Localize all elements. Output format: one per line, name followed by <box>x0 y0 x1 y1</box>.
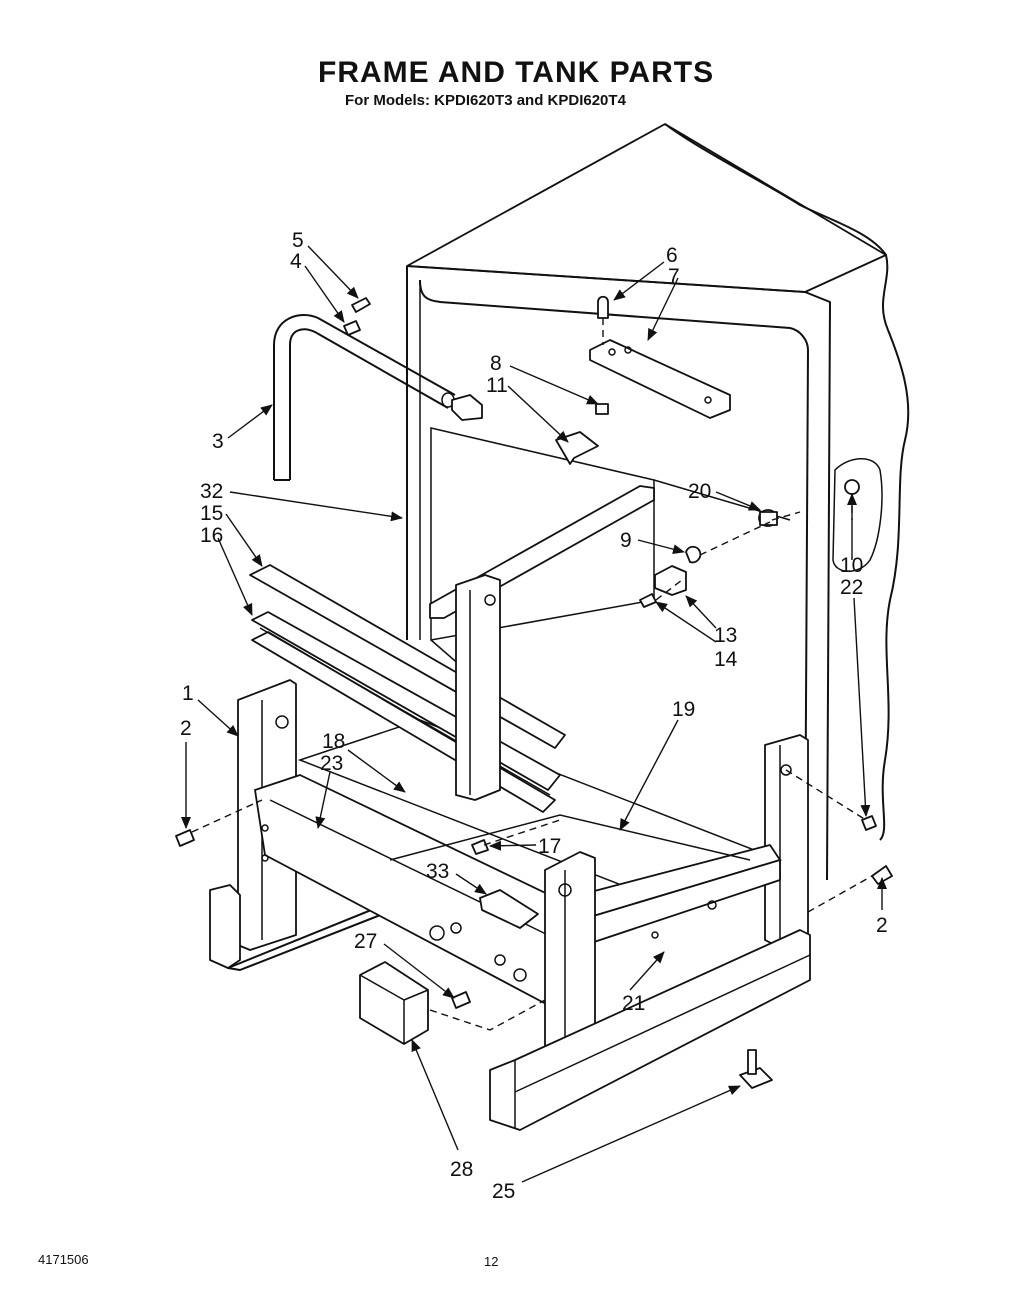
callout-28: 28 <box>450 1158 473 1181</box>
callout-15: 15 <box>200 502 223 525</box>
callout-5: 5 <box>292 229 304 252</box>
callout-23: 23 <box>320 752 343 775</box>
document-number: 4171506 <box>38 1252 89 1267</box>
leader-arrows <box>181 245 887 1183</box>
callout-7: 7 <box>668 265 680 288</box>
callout-11: 11 <box>486 374 508 397</box>
callout-32: 32 <box>200 480 223 503</box>
base-frame <box>209 679 811 1131</box>
part-3-trim <box>273 314 483 481</box>
callout-1: 1 <box>182 682 194 705</box>
tank-outline <box>406 123 910 881</box>
callout-33: 33 <box>426 860 449 883</box>
rear-inner-upright <box>455 574 501 801</box>
callout-17: 17 <box>538 835 561 858</box>
callout-6: 6 <box>666 244 678 267</box>
callout-25: 25 <box>492 1180 515 1203</box>
callout-21: 21 <box>622 992 645 1015</box>
callout-4: 4 <box>290 250 302 273</box>
small-parts <box>175 295 893 1089</box>
callout-2-left: 2 <box>180 717 192 740</box>
assembly-dashed-lines <box>191 318 873 1031</box>
callout-9: 9 <box>620 529 632 552</box>
page-title: FRAME AND TANK PARTS <box>318 56 715 89</box>
callout-2-right: 2 <box>876 914 888 937</box>
callout-13: 13 <box>714 624 737 647</box>
callout-20: 20 <box>688 480 711 503</box>
callout-22: 22 <box>840 576 863 599</box>
callout-numbers: 5 4 6 7 8 11 3 32 15 16 20 9 10 22 13 14… <box>180 229 888 1203</box>
right-rear-upright <box>764 734 809 946</box>
callout-16: 16 <box>200 524 223 547</box>
callout-14: 14 <box>714 648 738 671</box>
callout-18: 18 <box>322 730 345 753</box>
callout-8: 8 <box>490 352 502 375</box>
page-number: 12 <box>484 1254 499 1269</box>
callout-3: 3 <box>212 430 224 453</box>
callout-27: 27 <box>354 930 377 953</box>
model-subtitle: For Models: KPDI620T3 and KPDI620T4 <box>345 92 626 109</box>
callout-10: 10 <box>840 554 863 577</box>
callout-19: 19 <box>672 698 695 721</box>
